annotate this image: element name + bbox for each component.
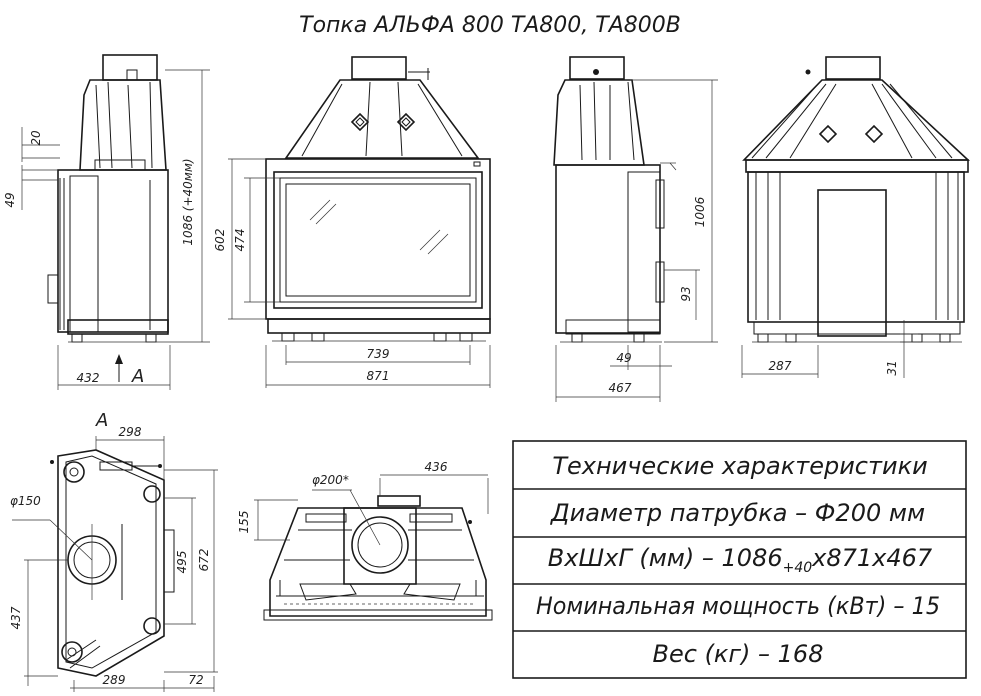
dim-155: 155	[237, 511, 251, 534]
dim-1006: 1006	[693, 196, 707, 227]
specs-dimensions-sub: +40	[783, 560, 813, 576]
top-view-middle-dims: φ200* 436 155	[237, 460, 489, 541]
dim-72: 72	[188, 673, 203, 687]
specs-heading: Технические характеристики	[552, 452, 927, 480]
dim-467: 467	[609, 381, 632, 395]
dim-49-side: 49	[3, 192, 17, 207]
specs-table: Технические характеристики Диаметр патру…	[512, 440, 967, 679]
dim-432: 432	[77, 371, 100, 385]
front-view-dims: 602 474 739 871	[213, 158, 491, 388]
specs-weight: Вес (кг) – 168	[653, 640, 824, 668]
dim-31: 31	[885, 360, 899, 375]
dim-495: 495	[175, 551, 189, 574]
top-view-a-dims: 298 φ150 495 672 437 289 72	[9, 425, 218, 692]
specs-dimensions-tail: х871х467	[811, 544, 933, 572]
dim-93: 93	[679, 286, 693, 301]
dim-20: 20	[29, 130, 43, 146]
specs-dimensions-main: ВхШхГ (мм) – 1086	[548, 544, 783, 572]
front-view	[265, 56, 491, 342]
dim-437: 437	[9, 606, 23, 629]
specs-power: Номинальная мощность (кВт) – 15	[536, 592, 940, 620]
top-view-middle	[263, 489, 493, 621]
side-view-right	[553, 56, 677, 343]
dim-871: 871	[367, 369, 390, 383]
specs-dimensions: ВхШхГ (мм) – 1086+40х871х467	[548, 544, 933, 576]
dim-474: 474	[233, 229, 247, 252]
rear-view	[742, 56, 971, 343]
view-a-label-bottom: A	[95, 410, 108, 431]
dim-602: 602	[213, 229, 227, 252]
dim-298: 298	[119, 425, 142, 439]
dim-739: 739	[367, 347, 390, 361]
dim-49-right: 49	[616, 351, 631, 365]
dim-200: φ200*	[312, 473, 349, 487]
drawing-title: Топка АЛЬФА 800 ТА800, ТА800В	[299, 13, 681, 38]
top-view-a: A	[12, 410, 175, 677]
dim-672: 672	[197, 549, 211, 572]
specs-pipe-diameter: Диаметр патрубка – Ф200 мм	[550, 499, 925, 527]
side-view-right-dims: 1006 93 49 467	[555, 79, 718, 402]
side-view-left-dims: 20 49 1086 (+40мм) 432 A	[3, 69, 210, 390]
dim-436: 436	[425, 460, 448, 474]
dim-287: 287	[769, 359, 792, 373]
dim-150: φ150	[10, 494, 41, 508]
rear-view-dims: 287 31	[741, 320, 918, 378]
dim-289: 289	[103, 673, 126, 687]
side-view-left	[47, 54, 170, 343]
view-a-label: A	[131, 366, 144, 387]
dim-1086: 1086 (+40мм)	[181, 158, 195, 245]
